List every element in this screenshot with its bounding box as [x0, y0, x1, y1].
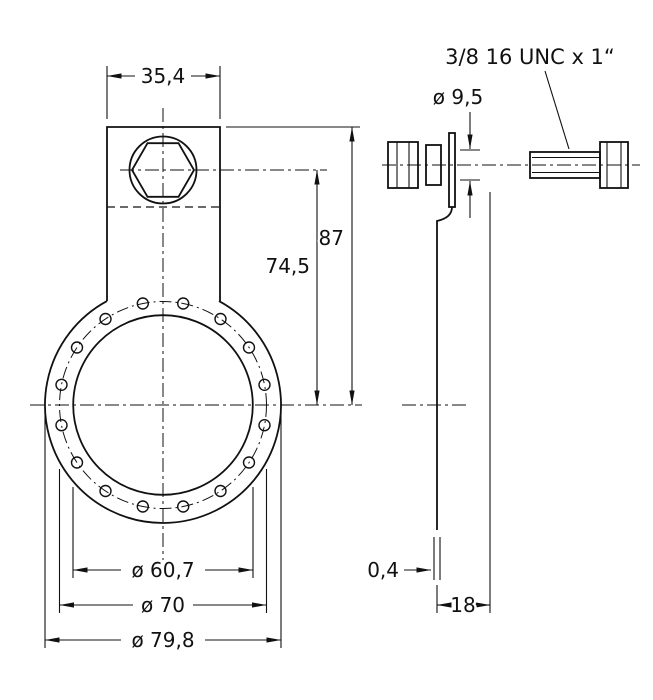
- hole-edge-ticks: [460, 149, 480, 181]
- bolt-hole: [242, 456, 256, 469]
- hex-socket-circle: [128, 135, 198, 205]
- flange-inner-circle: [72, 314, 254, 496]
- offset-label: 18: [450, 593, 475, 617]
- bolt-hole: [136, 297, 150, 310]
- bolt-hole: [258, 378, 271, 391]
- dim-center-height-label: 74,5: [265, 254, 310, 278]
- dim-total-height-label: 87: [319, 226, 344, 250]
- hex-socket: [130, 142, 196, 198]
- screw-head: [599, 141, 629, 189]
- bolt-hole: [99, 484, 112, 498]
- ext-lines-thickness: [433, 537, 441, 580]
- bolt-hole: [55, 419, 68, 432]
- bolt-circle: [59, 301, 267, 509]
- bent-plate: [436, 206, 453, 530]
- bolt-hole: [136, 500, 150, 513]
- nut-side: [387, 141, 419, 189]
- dim-outer-dia-label: ø 79,8: [131, 628, 194, 652]
- nut-facets: [396, 142, 410, 188]
- bolt-hole: [70, 341, 84, 354]
- bolt-hole: [99, 312, 112, 326]
- bolt-hole: [70, 456, 84, 469]
- screw-head-facets: [606, 142, 622, 188]
- bolt-hole: [55, 378, 68, 391]
- bolt-holes: [55, 297, 271, 513]
- dim-inner-dia-label: ø 60,7: [131, 558, 194, 582]
- mounting-tab: [106, 126, 221, 301]
- screw-thread-lines: [532, 156, 600, 174]
- dim-bolt-circle-dia-label: ø 70: [141, 593, 185, 617]
- thread-spec-label: 3/8 16 UNC x 1“: [445, 45, 615, 69]
- bolt-hole: [176, 500, 190, 513]
- dim-tab-width-label: 35,4: [141, 64, 186, 88]
- tab-edge: [448, 132, 456, 208]
- flange-outer-profile: [44, 300, 282, 524]
- bolt-hole: [214, 484, 227, 498]
- bolt-hole: [214, 312, 227, 326]
- thickness-label: 0,4: [367, 558, 399, 582]
- bolt-hole: [176, 297, 190, 310]
- front-view: 35,4 87 74,5 ø 60,7 ø 70 ø 79,8: [30, 62, 362, 655]
- leader-line: [544, 70, 570, 150]
- side-view: 3/8 16 UNC x 1“ ø 9,5 0,4 18: [365, 43, 640, 620]
- bolt-hole: [242, 341, 256, 354]
- bolt-hole: [258, 419, 271, 432]
- hole-dia-label: ø 9,5: [433, 85, 483, 109]
- washer-side: [425, 144, 442, 186]
